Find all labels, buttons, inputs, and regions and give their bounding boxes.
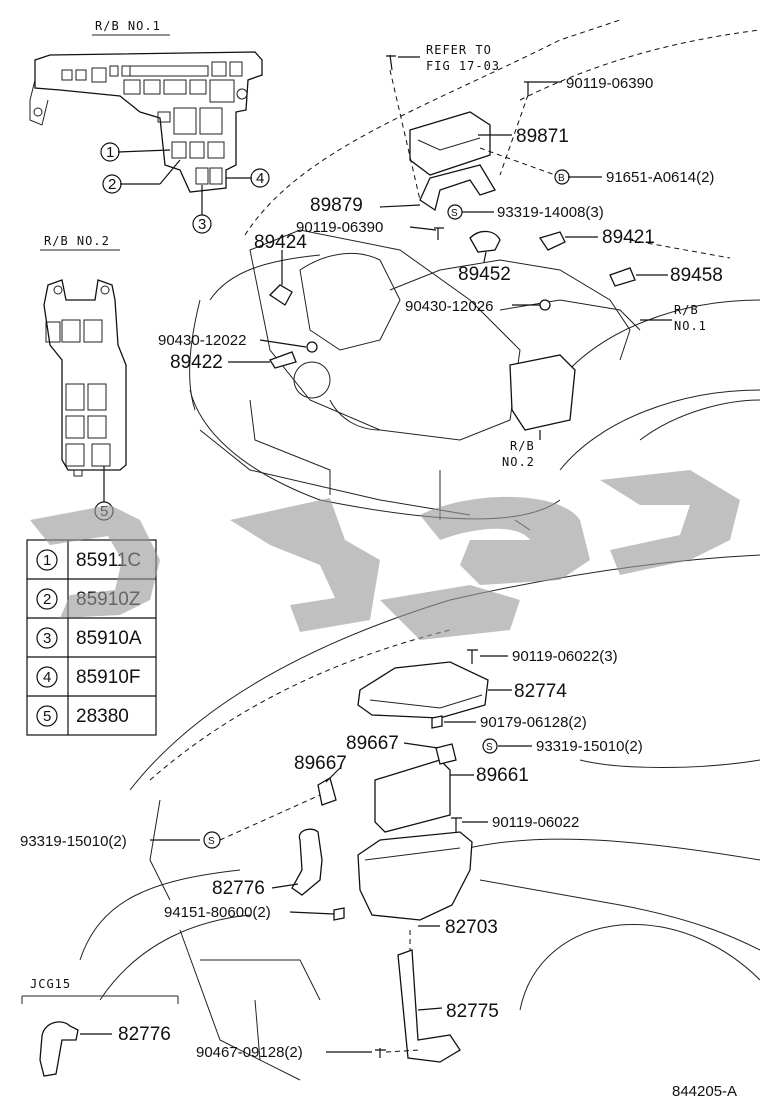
refer-label-line1: REFER TO <box>426 43 492 57</box>
part-label: 89452 <box>458 264 511 285</box>
watermark-shape <box>380 585 520 640</box>
part-label: 82776 <box>212 878 265 899</box>
relay-block-no2: R/B NO.2 5 <box>40 234 127 521</box>
part-label: 93319-15010(2) <box>20 833 127 850</box>
rb-no2-label-l2: NO.2 <box>502 455 535 469</box>
rb2-title: R/B NO.2 <box>44 234 110 248</box>
rb-no1-label-l1: R/B <box>674 303 699 317</box>
legend-num: 2 <box>43 591 51 608</box>
part-label: 82774 <box>514 681 567 702</box>
figure-id: 844205-A <box>672 1083 737 1100</box>
legend-part: 85910F <box>76 667 140 688</box>
part-label: 89424 <box>254 232 307 253</box>
part-label: 90119-06022 <box>492 814 579 831</box>
legend-part: 28380 <box>76 706 129 727</box>
part-label: 89667 <box>294 753 347 774</box>
part-label: 94151-80600(2) <box>164 904 271 921</box>
mark-s: S <box>451 208 458 219</box>
upper-engine-drawing <box>189 19 760 531</box>
part-label: 90119-06022(3) <box>512 648 618 665</box>
mark-s: S <box>208 836 215 847</box>
part-label: 90179-06128(2) <box>480 714 587 731</box>
callout-3: 3 <box>198 216 206 233</box>
watermark-shape <box>600 470 740 575</box>
legend-num: 1 <box>43 552 51 569</box>
part-label: 90430-12026 <box>405 298 493 315</box>
legend-part: 85910A <box>76 628 142 649</box>
callout-4: 4 <box>256 170 264 187</box>
part-label: 90467-09128(2) <box>196 1044 303 1061</box>
callout-1: 1 <box>106 144 114 161</box>
part-label: 90119-06390 <box>296 219 383 236</box>
legend-num: 4 <box>43 669 51 686</box>
part-label: 91651-A0614(2) <box>606 169 714 186</box>
part-label: 90119-06390 <box>566 75 653 92</box>
mark-b: B <box>558 173 565 184</box>
legend-num: 5 <box>43 708 51 725</box>
rb-no1-label-l2: NO.1 <box>674 319 707 333</box>
part-label: 89422 <box>170 352 223 373</box>
part-label: 89871 <box>516 126 569 147</box>
legend-num: 3 <box>43 630 51 647</box>
part-label: 89661 <box>476 765 529 786</box>
part-label: 89879 <box>310 195 363 216</box>
jcg15-label: JCG15 <box>30 977 71 991</box>
part-label: 90430-12022 <box>158 332 246 349</box>
watermark-shape <box>230 498 380 632</box>
part-label: 89667 <box>346 733 399 754</box>
legend-row: 4 85910F <box>36 666 140 688</box>
part-label: 82775 <box>446 1001 499 1022</box>
part-label: 89458 <box>670 265 723 286</box>
part-label: 89421 <box>602 227 655 248</box>
refer-label-line2: FIG 17-03 <box>426 59 500 73</box>
callout-2: 2 <box>108 176 116 193</box>
watermark-logo <box>30 470 740 640</box>
part-label: 93319-15010(2) <box>536 738 643 755</box>
part-label: 93319-14008(3) <box>497 204 604 221</box>
rb-no2-label-l1: R/B <box>510 439 535 453</box>
watermark-shape <box>30 505 160 618</box>
part-label: 82776 <box>118 1024 171 1045</box>
mark-s: S <box>486 742 493 753</box>
lower-engine-drawing <box>79 554 760 1081</box>
legend-row: 5 28380 <box>36 705 129 727</box>
upper-labels: REFER TO FIG 17-03 90119-06390 89871 B 9… <box>158 43 723 469</box>
part-label: 82703 <box>445 917 498 938</box>
rb1-title: R/B NO.1 <box>95 19 161 33</box>
relay-block-no1: R/B NO.1 1 2 3 4 <box>29 19 270 234</box>
legend-row: 3 85910A <box>36 627 142 649</box>
watermark-shape <box>420 496 590 585</box>
lower-labels: 90119-06022(3) 82774 90179-06128(2) 8966… <box>20 648 643 1077</box>
